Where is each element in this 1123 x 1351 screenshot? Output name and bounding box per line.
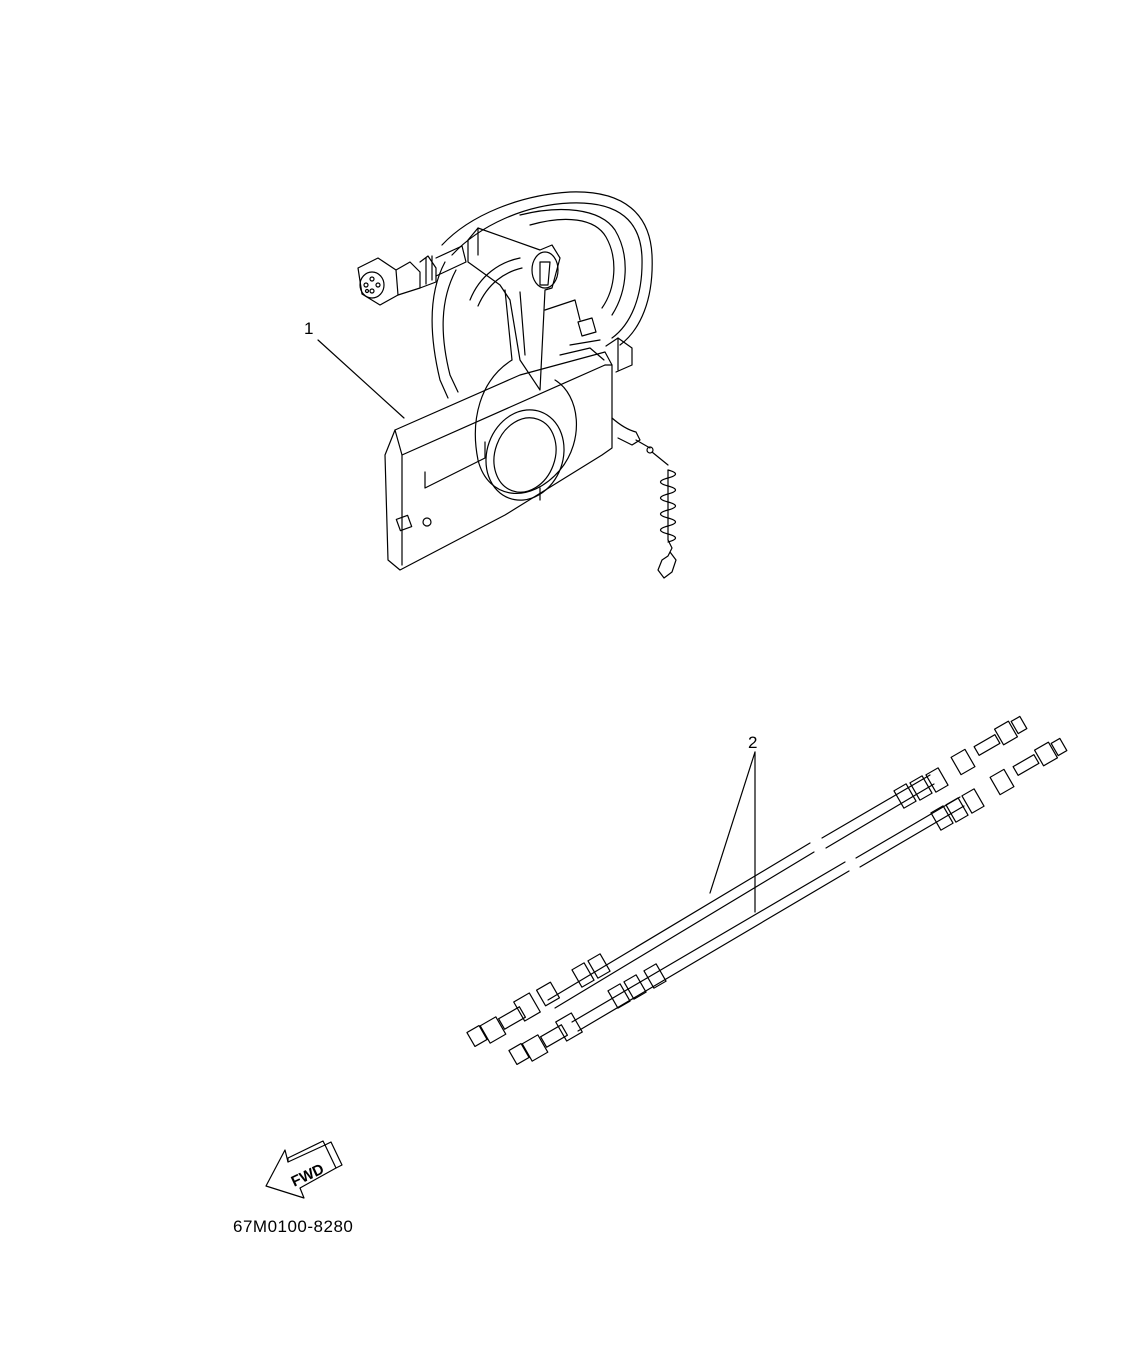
callout-1-leader	[317, 339, 405, 419]
harness-connector	[357, 245, 467, 306]
cable-upper	[466, 715, 1028, 1048]
remote-control-box	[357, 191, 677, 579]
callout-2-label: 2	[748, 733, 757, 752]
cable-coil	[431, 191, 653, 399]
fwd-label: FWD	[289, 1161, 327, 1191]
kill-switch-lanyard	[651, 451, 677, 579]
cable-lower	[508, 737, 1068, 1066]
fwd-arrow-icon	[265, 1140, 343, 1199]
drawing-number: 67M0100-8280	[233, 1217, 353, 1236]
throttle-cable-port	[605, 337, 654, 454]
control-lever	[467, 227, 578, 501]
callout-1-label: 1	[304, 319, 313, 338]
control-box-body	[384, 299, 613, 571]
remote-control-cables	[466, 715, 1068, 1066]
callout-2-leader	[709, 751, 756, 913]
